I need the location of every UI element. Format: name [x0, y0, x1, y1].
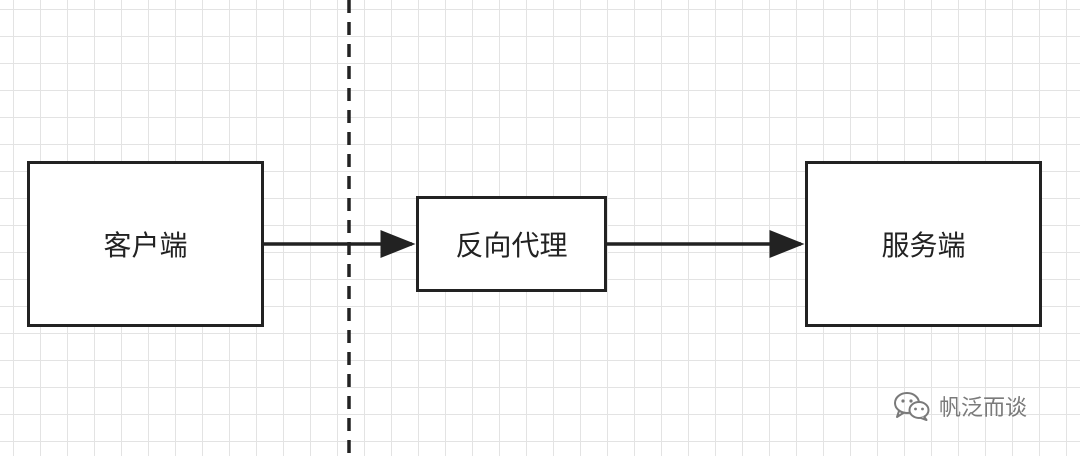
node-server: 服务端	[805, 161, 1042, 327]
node-reverse-proxy: 反向代理	[416, 196, 607, 292]
node-server-label: 服务端	[881, 229, 966, 262]
wechat-icon	[893, 391, 931, 421]
node-client-label: 客户端	[103, 229, 188, 262]
watermark: 帆泛而谈	[893, 390, 1027, 422]
node-reverse-proxy-label: 反向代理	[455, 229, 568, 262]
watermark-text: 帆泛而谈	[939, 396, 1028, 421]
node-client: 客户端	[27, 161, 264, 327]
